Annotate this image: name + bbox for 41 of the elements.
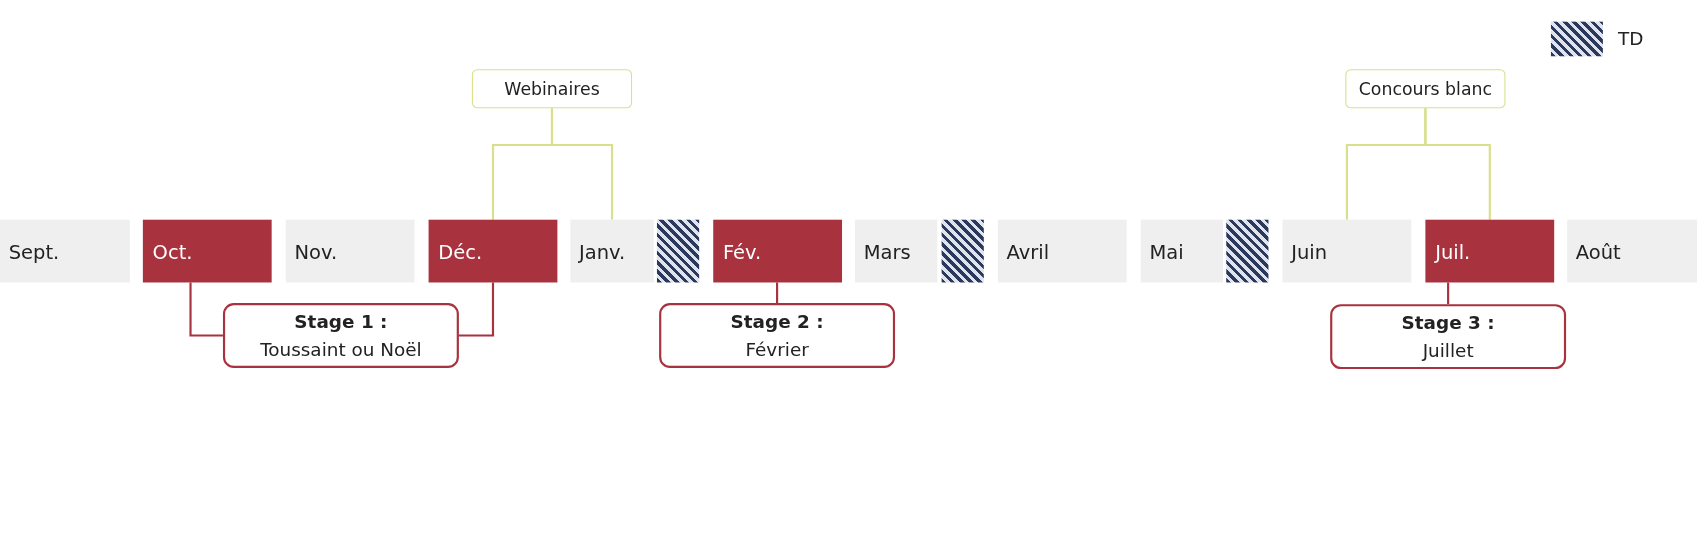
month-label: Sept. [8, 239, 60, 263]
month-label: Mai [1149, 239, 1184, 263]
stage-period: Toussaint ou Noël [260, 337, 422, 363]
hatched-marker [656, 219, 700, 283]
stage-box [222, 303, 459, 368]
stage-title: Stage 1 : [294, 309, 388, 335]
connector-line [189, 282, 223, 337]
connector-line [550, 108, 614, 220]
month-cell [428, 219, 558, 283]
month-label: Janv. [579, 239, 626, 263]
stage-title: Stage 3 : [1401, 310, 1495, 336]
month-cell [1425, 219, 1555, 283]
month-label: Avril [1006, 239, 1050, 263]
month-label: Oct. [152, 239, 193, 263]
month-cell [570, 219, 654, 283]
month-label: Juin [1291, 239, 1328, 263]
connector-line [776, 282, 779, 304]
event-box [1345, 69, 1506, 109]
month-label: Août [1575, 239, 1621, 263]
connector-line [458, 282, 495, 337]
month-cell [142, 219, 272, 283]
connector-line [1447, 282, 1450, 305]
event-label: Concours blanc [1358, 78, 1493, 100]
connector-line [1424, 108, 1491, 220]
month-label: Déc. [438, 239, 483, 263]
stage-box [659, 303, 896, 368]
event-label: Webinaires [504, 78, 600, 100]
stage-period: Juillet [1422, 338, 1474, 364]
hatched-marker [1226, 219, 1269, 283]
month-label: Nov. [294, 239, 338, 263]
hatched-marker [941, 219, 984, 283]
event-box [471, 69, 633, 109]
stage-period: Février [745, 337, 809, 363]
month-label: Fév. [723, 239, 762, 263]
stage-box [1330, 304, 1567, 370]
legend-label: TD [1618, 28, 1644, 50]
month-label: Juil. [1435, 239, 1471, 263]
month-cell [1282, 219, 1412, 283]
month-label: Mars [863, 239, 911, 263]
stage-title: Stage 2 : [730, 309, 824, 335]
month-cell [713, 219, 843, 283]
